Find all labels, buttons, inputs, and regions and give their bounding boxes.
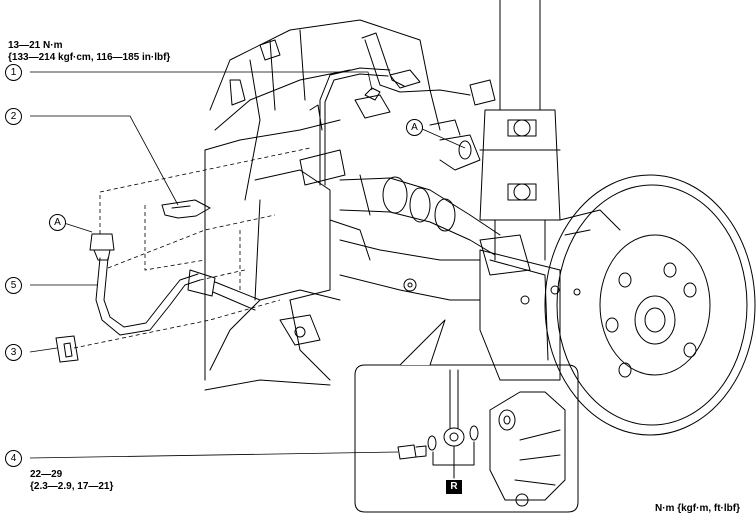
alignment-lines	[73, 147, 311, 349]
ref-mark-a-bracket: A	[406, 119, 423, 136]
detail-inset-box	[354, 364, 579, 513]
brake-pipe	[299, 32, 481, 186]
clip-upper-slot	[171, 205, 191, 209]
replace-badge: R	[446, 480, 462, 494]
units-note: N·m {kgf·m, ft·lbf}	[655, 503, 740, 514]
leader-lines	[29, 71, 466, 459]
callout-3: 3	[5, 344, 22, 361]
drive-shaft	[339, 174, 501, 256]
bolt-torque-alt: {2.3—2.9, 17—21}	[30, 481, 114, 492]
bolt-torque-value: 22—29	[30, 469, 63, 480]
clip-lower-slot	[63, 342, 73, 358]
torque-spec-alt: {133—214 kgf·cm, 116—185 in·lbf}	[8, 52, 171, 63]
torque-spec-value: 13—21 N·m	[8, 40, 63, 51]
knuckle	[339, 234, 561, 381]
ref-mark-a-hose: A	[49, 214, 66, 231]
brake-disc	[544, 174, 756, 436]
clip-lower	[55, 335, 79, 363]
detail-inset-pointer	[399, 319, 446, 366]
brake-hose	[89, 233, 261, 336]
detail-inset-parts	[397, 369, 566, 507]
wheel-housing	[204, 19, 441, 391]
callout-2: 2	[5, 108, 22, 125]
clip-upper	[161, 199, 211, 219]
callout-4: 4	[5, 450, 22, 467]
callout-5: 5	[5, 277, 22, 294]
callout-1: 1	[5, 64, 22, 81]
strut-assembly	[469, 0, 561, 261]
